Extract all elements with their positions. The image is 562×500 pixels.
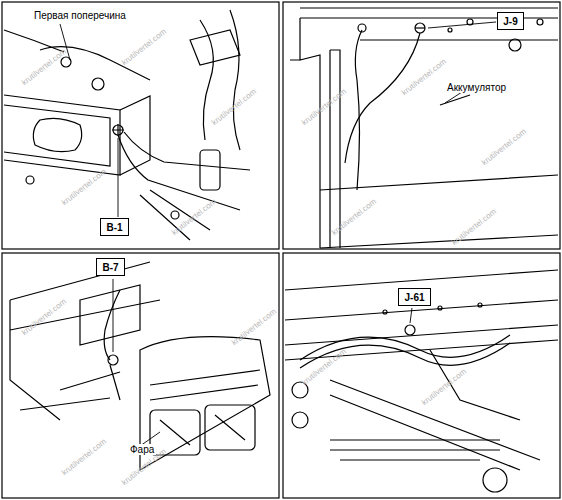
watermark: krutilvertel.com [20,297,68,337]
panel-frame [283,2,560,249]
callout-number: B-7 [102,262,118,273]
watermark: krutilvertel.com [60,167,108,207]
callout-box: J-61 [398,288,431,306]
panel-frame [283,253,560,498]
callout-box: J-9 [497,12,524,30]
watermark: krutilvertel.com [170,197,218,237]
watermark: krutilvertel.com [330,197,378,237]
callout-box: B-1 [100,218,129,236]
part-label: Первая поперечина [32,10,128,21]
watermark: krutilvertel.com [450,207,498,247]
callout-number: J-9 [503,16,517,27]
panel-frame [2,253,279,498]
frame-rail-drawing [285,270,558,492]
callout-box: B-7 [96,258,125,276]
callout-number: J-61 [404,292,424,303]
watermark: krutilvertel.com [120,27,168,67]
battery-area-drawing [290,8,558,248]
part-label: Аккумулятор [445,82,508,93]
leader-lines [60,22,496,446]
watermark: krutilvertel.com [300,347,348,387]
watermark: krutilvertel.com [230,307,278,347]
callout-number: B-1 [106,222,122,233]
panel-frame [2,2,279,249]
watermark: krutilvertel.com [60,437,108,477]
headlamp-drawing [10,262,270,470]
watermark: krutilvertel.com [480,127,528,167]
watermark: krutilvertel.com [300,87,348,127]
watermark: krutilvertel.com [20,47,68,87]
